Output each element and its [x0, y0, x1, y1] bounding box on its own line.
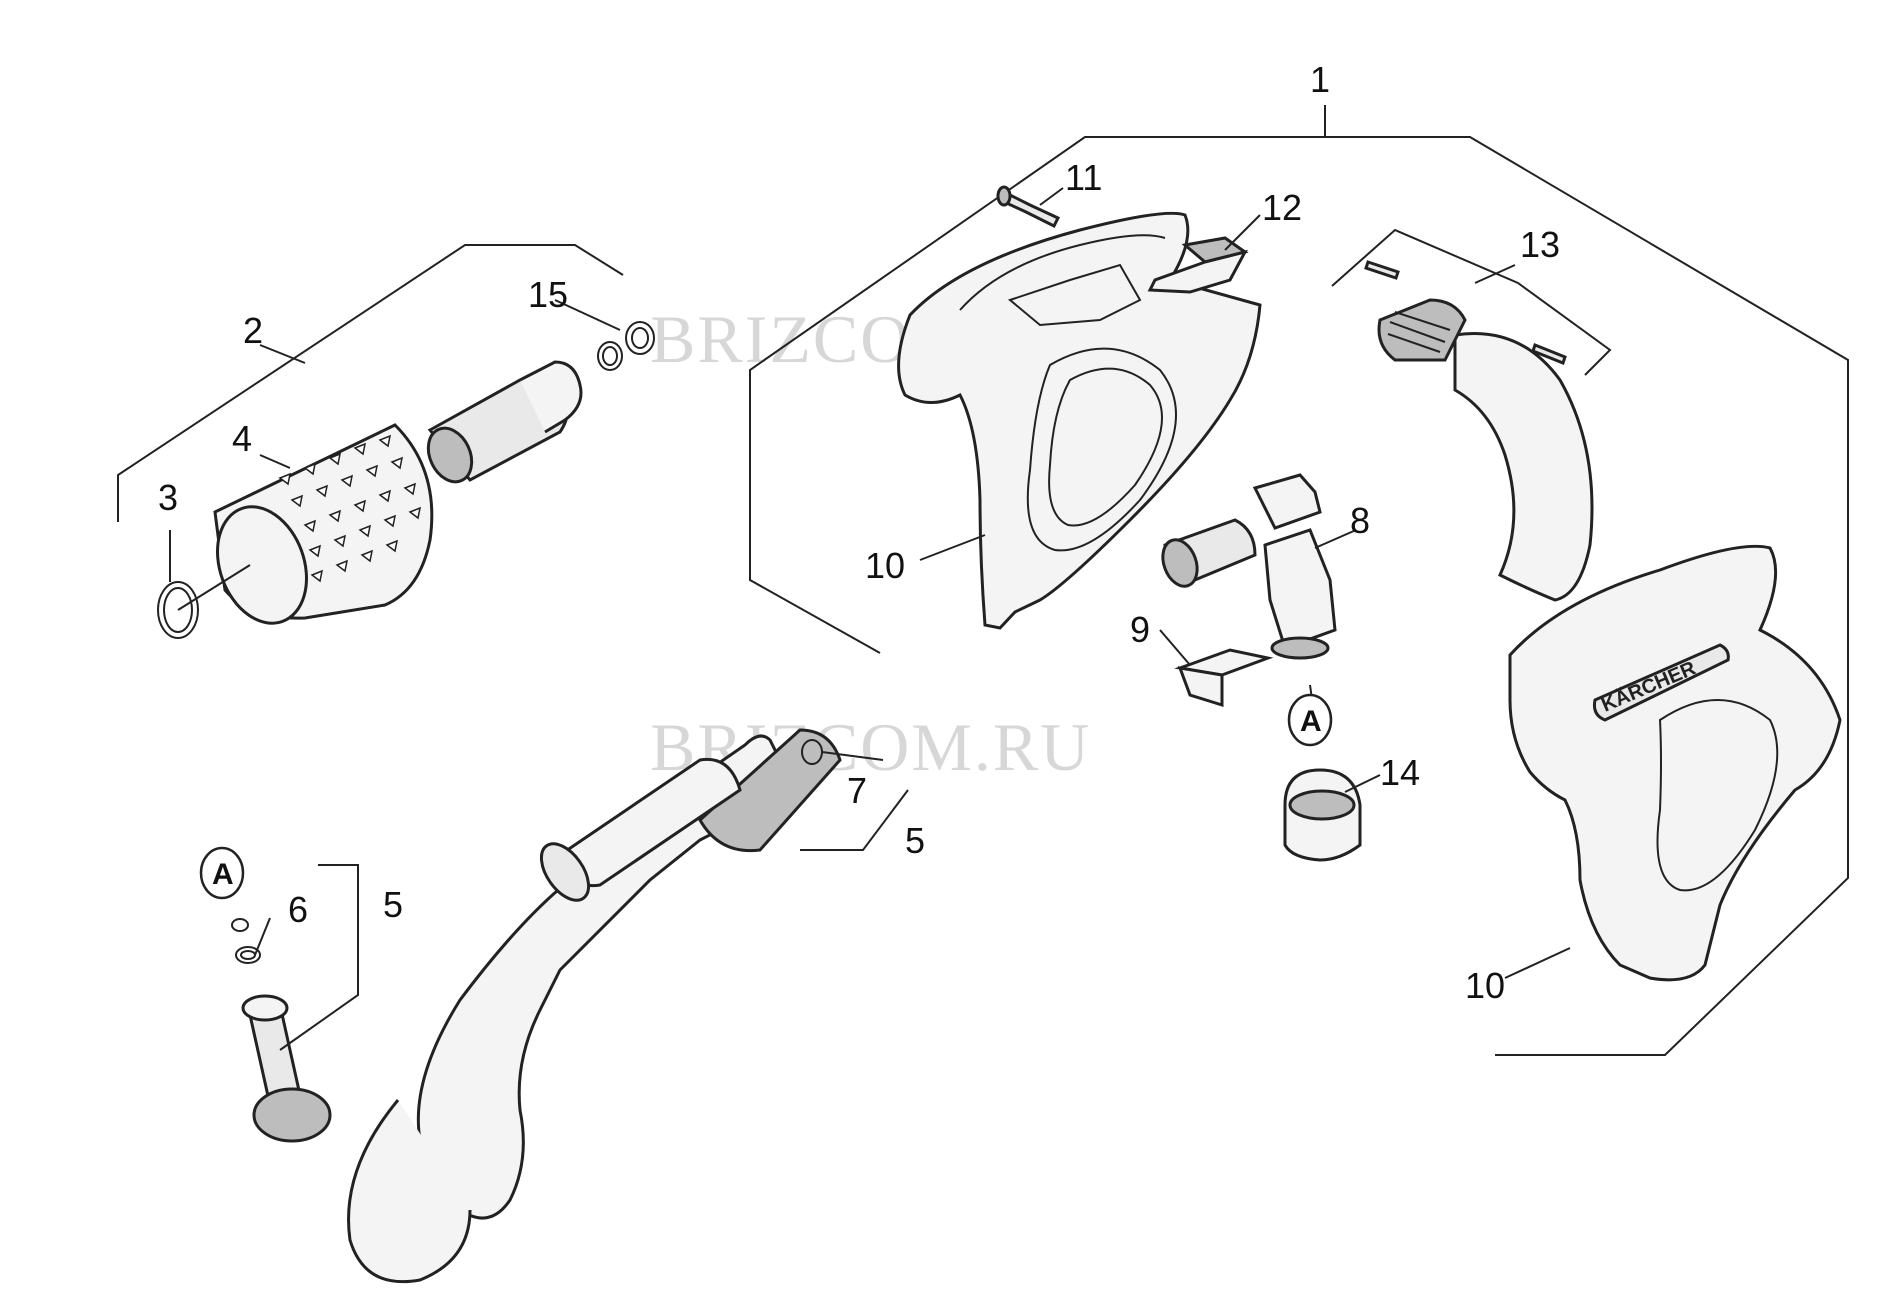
svg-text:A: A [1300, 705, 1322, 738]
callout-5-handle: 5 [905, 820, 925, 861]
part-9-clip [1174, 648, 1274, 708]
housing-left-half [897, 211, 1262, 630]
callout-10-left: 10 [865, 545, 905, 586]
part-4-perforated-sleeve [213, 423, 434, 625]
hose-end-fitting [231, 918, 332, 1143]
callout-9: 9 [1130, 609, 1150, 650]
group-bracket-13 [1331, 228, 1612, 376]
part-3-retaining-ring [157, 581, 199, 639]
callout-13: 13 [1520, 224, 1560, 265]
group-bracket-2 [117, 244, 624, 522]
group-bracket-1 [749, 136, 1849, 1056]
callout-10-right: 10 [1465, 965, 1505, 1006]
callout-6: 6 [288, 889, 308, 930]
part-15-o-rings [597, 321, 655, 371]
callout-11: 11 [1065, 157, 1102, 198]
part-8-angled-fitting [1161, 473, 1337, 660]
callout-8: 8 [1350, 500, 1370, 541]
callout-1: 1 [1310, 59, 1330, 100]
part-5-hose [347, 728, 842, 1284]
connection-marker-a-bottom: A [199, 846, 245, 900]
nozzle-coupling [426, 360, 583, 484]
callout-15: 15 [528, 274, 568, 315]
callout-4: 4 [232, 418, 252, 459]
callout-2: 2 [243, 310, 263, 351]
housing-right-half: KÄRCHER [1508, 544, 1842, 982]
svg-text:A: A [212, 858, 234, 891]
callout-3: 3 [158, 477, 178, 518]
connection-marker-a-top: A [1287, 693, 1333, 747]
callout-5-hose: 5 [383, 884, 403, 925]
part-14-collar [1283, 768, 1362, 862]
callout-12: 12 [1262, 187, 1302, 228]
callout-14: 14 [1380, 752, 1420, 793]
part-11-screw [996, 185, 1061, 229]
part-13-trigger [1364, 260, 1594, 602]
group-bracket-5-handle [800, 789, 909, 851]
group-bracket-5-hose [279, 864, 359, 1051]
leader-lines [169, 105, 1571, 979]
callout-7: 7 [847, 770, 867, 811]
